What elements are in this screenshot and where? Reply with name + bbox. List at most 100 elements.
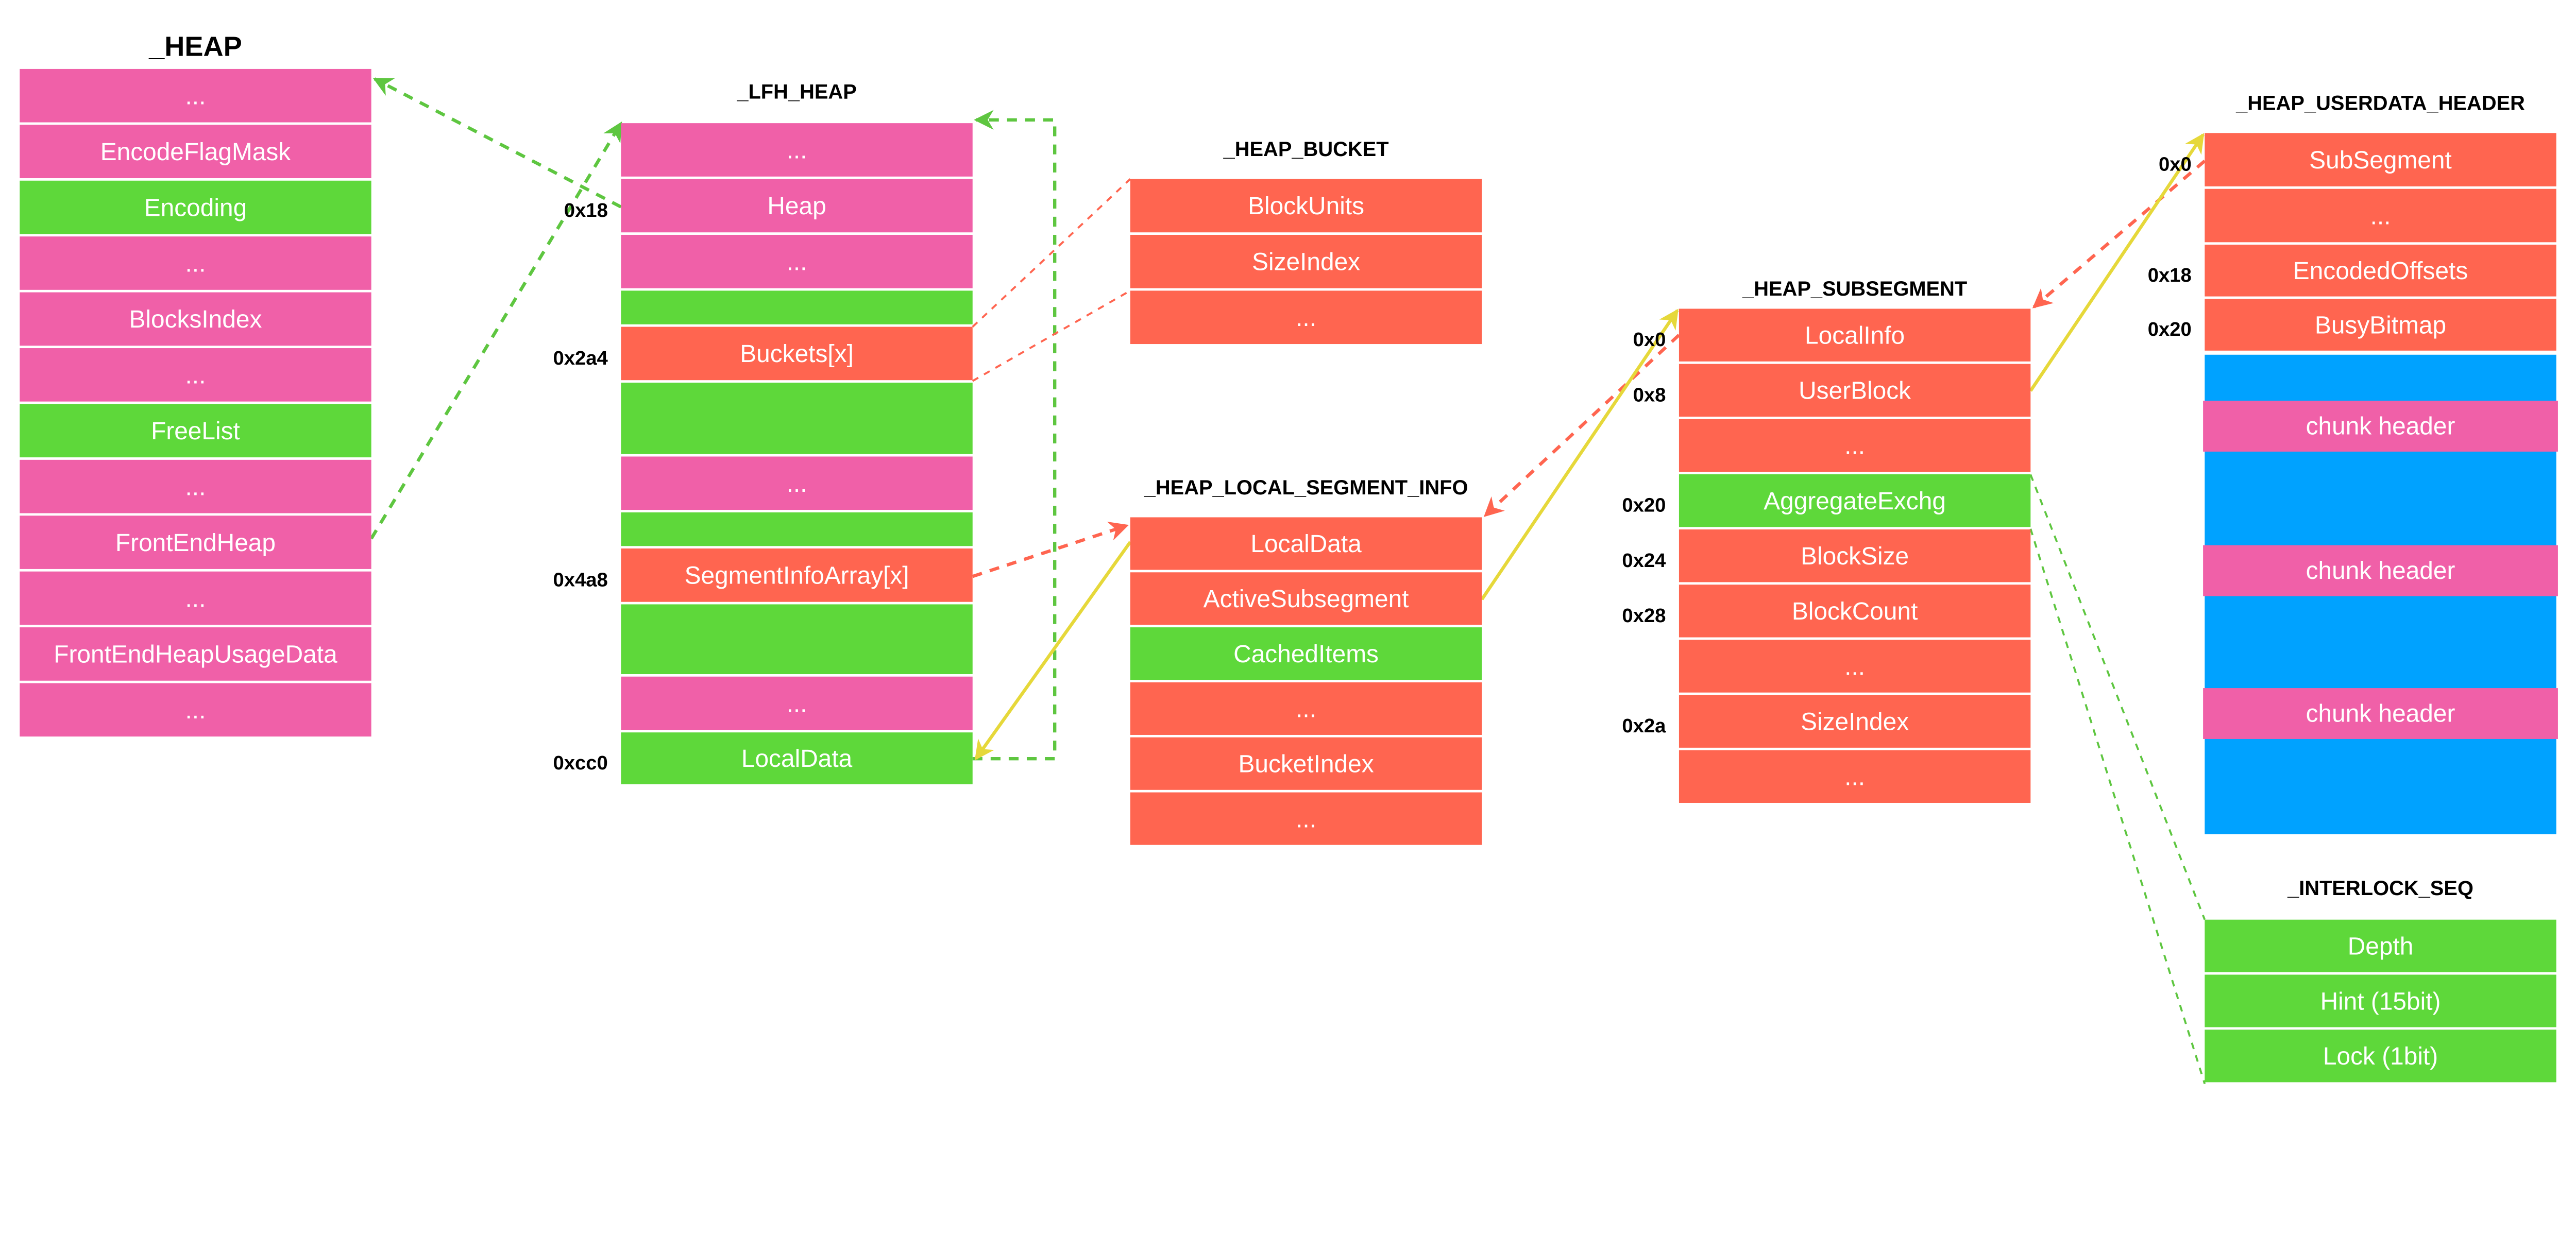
field-row: Heap bbox=[621, 179, 973, 233]
field-cell bbox=[1679, 364, 2031, 417]
field-row: Hint (15bit) bbox=[2205, 974, 2556, 1027]
field-cell bbox=[621, 548, 973, 602]
field-row: BlockCount bbox=[1679, 585, 2031, 638]
field-label: ... bbox=[787, 470, 807, 497]
field-cell bbox=[1130, 627, 1482, 680]
field-row: ... bbox=[2205, 188, 2556, 243]
field-row: ... bbox=[20, 348, 371, 402]
field-row: FrontEndHeap bbox=[20, 516, 371, 569]
subsegment-backlink-arrow bbox=[2032, 160, 2206, 308]
field-cell bbox=[621, 290, 973, 324]
field-cell bbox=[621, 123, 973, 177]
field-label: ActiveSubsegment bbox=[1204, 586, 1409, 613]
field-label: BlockUnits bbox=[1248, 193, 1364, 220]
field-cell bbox=[621, 676, 973, 730]
field-row: FrontEndHeapUsageData bbox=[20, 627, 371, 681]
struct-heap: _HEAP...EncodeFlagMaskEncoding...BlocksI… bbox=[20, 31, 371, 737]
heap-pointer-arrow bbox=[372, 77, 622, 209]
field-row bbox=[621, 512, 973, 546]
struct-title: _LFH_HEAP bbox=[736, 80, 856, 103]
field-cell bbox=[2205, 1029, 2556, 1083]
field-cell bbox=[621, 234, 973, 288]
field-row: ... bbox=[1679, 750, 2031, 803]
field-label: ... bbox=[1844, 433, 1865, 460]
field-row: Buckets[x] bbox=[621, 327, 973, 381]
field-row: ... bbox=[621, 123, 973, 177]
struct-title: _HEAP_USERDATA_HEADER bbox=[2235, 92, 2525, 115]
field-row: UserBlock bbox=[1679, 364, 2031, 417]
field-row: BusyBitmap bbox=[2205, 299, 2556, 351]
field-label: ... bbox=[1844, 764, 1865, 791]
offset-label: 0x18 bbox=[564, 199, 608, 221]
field-cell bbox=[1679, 695, 2031, 748]
field-cell bbox=[1130, 572, 1482, 625]
frontendheap-arrow bbox=[369, 121, 623, 540]
field-label: ... bbox=[1296, 304, 1316, 332]
struct-userdata: _HEAP_USERDATA_HEADERSubSegment...Encode… bbox=[2148, 92, 2558, 834]
field-cell bbox=[20, 236, 371, 290]
field-row: FreeList bbox=[20, 404, 371, 458]
field-row: CachedItems bbox=[1130, 627, 1482, 680]
field-label: EncodedOffsets bbox=[2293, 258, 2468, 285]
field-cell bbox=[1130, 682, 1482, 735]
pointer-links bbox=[369, 77, 2206, 1085]
field-cell bbox=[2205, 133, 2556, 186]
field-cell bbox=[1679, 640, 2031, 693]
struct-lsi: _HEAP_LOCAL_SEGMENT_INFO LocalDataActiveS… bbox=[1130, 476, 1482, 845]
field-cell bbox=[20, 683, 371, 737]
struct-subseg: _HEAP_SUBSEGMENTLocalInfoUserBlock...Agg… bbox=[1622, 278, 2031, 803]
field-row: Depth bbox=[2205, 919, 2556, 972]
struct-title: _HEAP_LOCAL_SEGMENT_INFO bbox=[1144, 476, 1468, 499]
field-row: Lock (1bit) bbox=[2205, 1029, 2556, 1083]
field-row: ... bbox=[1130, 792, 1482, 845]
chunk-header-label: chunk header bbox=[2306, 413, 2455, 440]
field-cell bbox=[621, 179, 973, 233]
field-cell bbox=[1130, 234, 1482, 288]
offset-label: 0x4a8 bbox=[553, 569, 607, 591]
offset-label: 0x20 bbox=[1622, 494, 1666, 517]
field-row: SegmentInfoArray[x] bbox=[621, 548, 973, 602]
field-row bbox=[621, 604, 973, 674]
field-label: ... bbox=[1844, 653, 1865, 680]
lsi-localdata-arrow bbox=[974, 541, 1132, 761]
field-cell bbox=[20, 180, 371, 234]
chunk-header bbox=[2203, 688, 2558, 739]
field-label: ... bbox=[787, 690, 807, 717]
field-label: BlockCount bbox=[1792, 598, 1918, 625]
field-row: ... bbox=[1130, 682, 1482, 735]
field-label: LocalData bbox=[1250, 530, 1362, 558]
offset-label: 0xcc0 bbox=[553, 752, 607, 774]
offset-label: 0x24 bbox=[1622, 550, 1666, 572]
bucket-expand-line-bottom bbox=[972, 289, 1131, 382]
offset-label: 0x2a bbox=[1622, 715, 1666, 737]
activesubsegment-arrow bbox=[1480, 308, 1679, 600]
offset-label: 0x18 bbox=[2148, 264, 2192, 286]
field-row: BlocksIndex bbox=[20, 292, 371, 346]
field-cell bbox=[1679, 419, 2031, 472]
field-label: UserBlock bbox=[1799, 377, 1911, 405]
field-row: ... bbox=[20, 236, 371, 290]
field-row: ... bbox=[20, 68, 371, 123]
field-label: FrontEndHeapUsageData bbox=[54, 641, 337, 668]
field-cell bbox=[2205, 188, 2556, 243]
field-row bbox=[621, 290, 973, 324]
segmentinfo-arrow bbox=[972, 522, 1129, 578]
field-cell bbox=[20, 571, 371, 625]
field-cell bbox=[1130, 290, 1482, 345]
field-label: Hint (15bit) bbox=[2320, 988, 2441, 1015]
field-cell bbox=[621, 327, 973, 381]
field-cell bbox=[1679, 474, 2031, 527]
field-label: Depth bbox=[2348, 933, 2414, 960]
field-row: ... bbox=[621, 234, 973, 288]
offset-label: 0x2a4 bbox=[553, 347, 608, 369]
field-row: AggregateExchg bbox=[1679, 474, 2031, 527]
field-label: ... bbox=[1296, 696, 1316, 723]
field-label: ... bbox=[787, 137, 807, 164]
field-row: SizeIndex bbox=[1130, 234, 1482, 288]
field-row bbox=[621, 382, 973, 454]
field-cell bbox=[20, 125, 371, 178]
field-cell bbox=[1679, 529, 2031, 582]
field-label: SizeIndex bbox=[1252, 249, 1360, 276]
field-cell bbox=[20, 516, 371, 569]
